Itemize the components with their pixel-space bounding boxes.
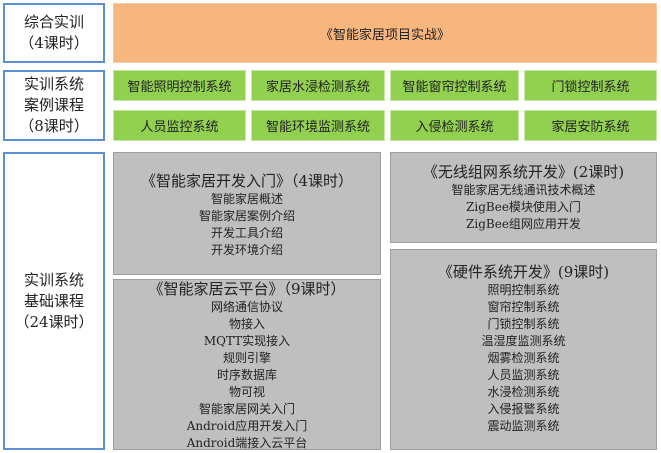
course-item: 窗帘控制系统 xyxy=(487,300,560,314)
course-item: 物可视 xyxy=(228,385,265,399)
case-box: 智能环境监测系统 xyxy=(251,110,385,141)
course-title: 《智能家居云平台》（9课时） xyxy=(148,280,346,298)
course-title: 《智能家居开发入门》（4课时） xyxy=(140,172,354,190)
course-dev-intro: 《智能家居开发入门》（4课时） 智能家居概述 智能家居案例介绍 开发工具介绍 开… xyxy=(113,152,381,275)
row-label-basics: 实训系统 基础课程 （24课时） xyxy=(3,152,105,450)
label-line: 综合实训 xyxy=(23,13,84,31)
course-item: 时序数据库 xyxy=(216,368,277,382)
label-line: （4课时） xyxy=(19,34,89,52)
label-line: （24课时） xyxy=(14,312,94,331)
course-title: 《无线组网系统开发》(2课时) xyxy=(422,163,625,181)
course-item: 智能家居概述 xyxy=(210,192,283,206)
row-label-comprehensive: 综合实训 （4课时） xyxy=(3,3,105,63)
course-item: 烟雾检测系统 xyxy=(487,351,560,365)
course-item: 门锁控制系统 xyxy=(487,317,560,331)
case-box: 门锁控制系统 xyxy=(524,70,657,101)
course-item: 照明控制系统 xyxy=(487,283,560,297)
case-box: 家居水浸检测系统 xyxy=(251,70,385,101)
course-item: MQTT实现接入 xyxy=(203,334,291,348)
case-box: 智能窗帘控制系统 xyxy=(390,70,519,101)
course-title: 《硬件系统开发》(9课时) xyxy=(437,263,610,281)
course-item: 震动监测系统 xyxy=(487,419,560,433)
course-item: 智能家居网关入门 xyxy=(198,402,295,416)
course-item: Android端接入云平台 xyxy=(186,436,308,450)
course-item: 温湿度监测系统 xyxy=(481,334,566,348)
course-item: 入侵报警系统 xyxy=(487,402,560,416)
course-item: ZigBee模块使用入门 xyxy=(466,200,581,214)
label-line: 实训系统 xyxy=(23,75,84,93)
case-box: 入侵检测系统 xyxy=(390,110,519,141)
label-line: 基础课程 xyxy=(23,291,84,310)
label-line: （8课时） xyxy=(19,117,89,135)
course-item: Android应用开发入门 xyxy=(186,419,308,433)
case-box: 智能照明控制系统 xyxy=(113,70,246,101)
course-item: 规则引擎 xyxy=(222,351,271,365)
course-item: 智能家居无线通讯技术概述 xyxy=(451,183,596,197)
course-wireless: 《无线组网系统开发》(2课时) 智能家居无线通讯技术概述 ZigBee模块使用入… xyxy=(390,152,657,243)
case-box: 家居安防系统 xyxy=(524,110,657,141)
row-label-cases: 实训系统 案例课程 （8课时） xyxy=(3,70,105,141)
course-item: 网络通信协议 xyxy=(210,300,283,314)
course-item: 开发环境介绍 xyxy=(210,243,283,257)
course-item: 人员监测系统 xyxy=(487,368,560,382)
course-hardware: 《硬件系统开发》(9课时) 照明控制系统 窗帘控制系统 门锁控制系统 温湿度监测… xyxy=(390,249,657,450)
course-item: 物接入 xyxy=(228,317,265,331)
label-line: 案例课程 xyxy=(23,96,84,114)
course-item: 智能家居案例介绍 xyxy=(198,209,295,223)
case-box: 人员监控系统 xyxy=(113,110,246,141)
course-item: 开发工具介绍 xyxy=(210,226,283,240)
comprehensive-project: 《智能家居项目实战》 xyxy=(113,3,657,63)
label-line: 实训系统 xyxy=(23,270,84,289)
project-title: 《智能家居项目实战》 xyxy=(319,27,450,43)
course-item: ZigBee组网应用开发 xyxy=(466,217,581,231)
course-item: 水浸检测系统 xyxy=(487,385,560,399)
course-cloud-platform: 《智能家居云平台》（9课时） 网络通信协议 物接入 MQTT实现接入 规则引擎 … xyxy=(113,279,381,450)
